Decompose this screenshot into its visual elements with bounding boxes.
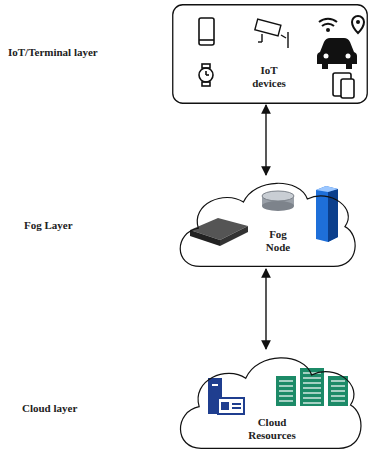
- node-label: IoT devices: [244, 64, 294, 89]
- node-outline: [172, 4, 368, 104]
- bidirectional-arrow: [265, 269, 266, 349]
- node-outline: [172, 176, 360, 268]
- router-icon: [262, 191, 294, 211]
- cloud-server-icon: [208, 378, 244, 414]
- phone-icon: [199, 18, 214, 45]
- car-icon: [317, 16, 364, 69]
- bidirectional-arrow: [265, 105, 266, 175]
- node-label: Cloud Resources: [234, 416, 310, 441]
- layer-label: Fog Layer: [24, 219, 73, 231]
- camera-icon: [255, 19, 288, 48]
- server-icon: [316, 186, 338, 242]
- tablet-icon: [333, 73, 354, 98]
- fog-cloud: Fog Node: [172, 176, 360, 268]
- layer-label: IoT/Terminal layer: [8, 46, 98, 58]
- node-label: Fog Node: [258, 228, 298, 253]
- layer-label: Cloud layer: [22, 402, 77, 414]
- watch-icon: [199, 64, 213, 86]
- terminal-layer-box: IoT devices: [172, 4, 368, 104]
- modem-icon: [190, 218, 248, 246]
- cloud-resources-cloud: Cloud Resources: [172, 350, 366, 450]
